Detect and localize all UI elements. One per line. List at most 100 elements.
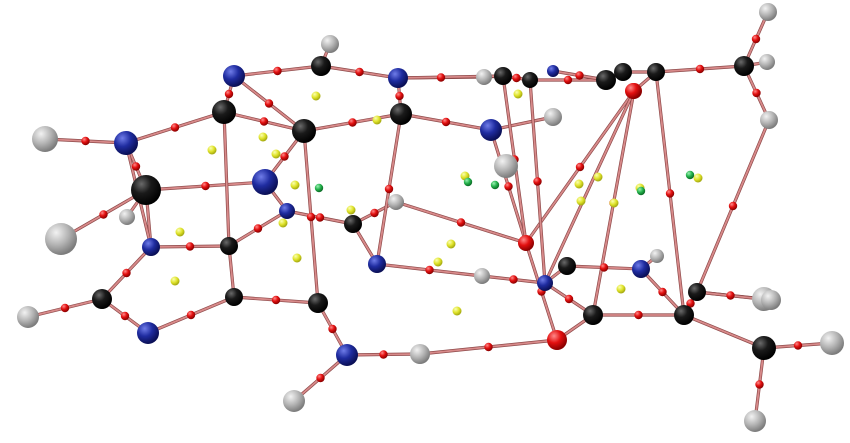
atom-green <box>314 183 324 193</box>
atom-red-small <box>264 99 274 108</box>
atom-red-small <box>634 310 643 320</box>
atom-blue <box>368 255 386 273</box>
atom-black <box>688 283 706 301</box>
atom-red-small <box>575 71 584 80</box>
atom-red-small <box>665 189 675 198</box>
atom-red-small <box>504 182 513 191</box>
atom-red-small <box>131 162 141 171</box>
atom-red-small <box>751 34 761 44</box>
bond-highlight <box>223 111 230 247</box>
atom-black <box>225 288 243 306</box>
atom-black <box>647 63 665 81</box>
atom-red-small <box>755 380 764 389</box>
atom-black <box>494 67 512 85</box>
atom-red-small <box>280 152 289 161</box>
atom-yellow <box>207 145 217 155</box>
atom-yellow <box>292 253 302 263</box>
atom-grey <box>494 154 518 178</box>
atom-red-small <box>306 212 316 222</box>
atom-black <box>220 237 238 255</box>
atom-yellow <box>609 198 619 208</box>
atom-black <box>752 336 776 360</box>
atom-grey <box>474 268 490 284</box>
atom-red-small <box>201 181 210 191</box>
atom-red <box>547 330 567 350</box>
atom-yellow <box>175 227 185 237</box>
bond-highlight <box>544 90 635 284</box>
atom-black <box>212 100 236 124</box>
atom-black <box>92 289 112 309</box>
atom-red <box>625 83 641 99</box>
bond-layer <box>26 10 834 423</box>
atom-red-small <box>436 73 446 82</box>
atom-black <box>292 119 316 143</box>
atom-grey <box>17 306 39 328</box>
atom-grey <box>820 331 844 355</box>
atom-green <box>685 170 695 180</box>
atom-grey <box>410 344 430 364</box>
atom-red-small <box>484 342 493 352</box>
atom-black <box>522 72 538 88</box>
atom-red-small <box>509 275 518 284</box>
atom-grey <box>650 249 664 263</box>
atom-yellow <box>616 284 626 294</box>
atom-blue <box>114 131 138 155</box>
atom-red-small <box>185 242 195 251</box>
atom-red-small <box>793 341 803 350</box>
atom-yellow <box>258 132 268 142</box>
atom-blue <box>547 65 559 77</box>
atom-red-small <box>512 73 521 83</box>
atom-red-small <box>60 303 70 313</box>
atom-red-small <box>456 218 466 227</box>
atom-grey <box>760 111 778 129</box>
atom-red-small <box>728 201 738 211</box>
atom-yellow <box>170 276 180 286</box>
atom-red-small <box>271 295 281 305</box>
atom-blue <box>480 119 502 141</box>
atom-green <box>490 180 500 190</box>
atom-grey <box>761 290 781 310</box>
atom-layer <box>17 3 844 432</box>
bond-highlight <box>683 314 765 349</box>
atom-black <box>614 63 632 81</box>
atom-red-small <box>395 91 404 101</box>
atom-grey <box>759 54 775 70</box>
atom-red-small <box>273 66 282 76</box>
atom-red-small <box>726 291 735 300</box>
atom-black <box>596 70 616 90</box>
atom-grey <box>759 3 777 21</box>
atom-black <box>674 305 694 325</box>
atom-red-small <box>122 268 131 278</box>
atom-yellow <box>513 89 523 99</box>
atom-black <box>344 215 362 233</box>
atom-blue <box>137 322 159 344</box>
atom-grey <box>388 194 404 210</box>
atom-red <box>518 235 534 251</box>
atom-grey <box>321 35 339 53</box>
atom-yellow <box>271 149 281 159</box>
atom-yellow <box>452 306 462 316</box>
atom-grey <box>283 390 305 412</box>
atom-red-small <box>253 224 263 233</box>
atom-red-small <box>441 117 451 127</box>
atom-red-small <box>695 64 705 74</box>
atom-yellow <box>576 196 586 206</box>
atom-red-small <box>658 287 667 297</box>
atom-grey <box>45 223 77 255</box>
atom-red-small <box>563 75 573 85</box>
atom-red-small <box>99 210 108 219</box>
atom-red-small <box>81 136 90 146</box>
atom-yellow <box>346 205 356 215</box>
atom-red-small <box>120 311 130 321</box>
atom-red-small <box>425 265 434 275</box>
atom-blue <box>279 203 295 219</box>
atom-black <box>734 56 754 76</box>
atom-yellow <box>433 257 443 267</box>
atom-yellow <box>593 172 603 182</box>
atom-black <box>583 305 603 325</box>
atom-red-small <box>315 213 325 222</box>
atom-black <box>311 56 331 76</box>
atom-yellow <box>278 218 288 228</box>
atom-blue <box>632 260 650 278</box>
